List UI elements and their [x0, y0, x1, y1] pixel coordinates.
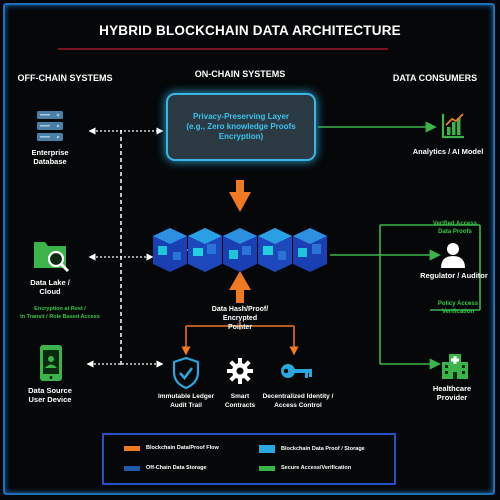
legend-swatch-green: [259, 465, 275, 471]
legend-swatch-navy: [124, 465, 140, 471]
ledger-label: Immutable Ledger Audit Trail: [158, 393, 214, 409]
legend-offchain-label: Off-Chain Data Storage: [146, 465, 207, 471]
regulator-label: Regulator / Auditor: [420, 271, 488, 280]
title-underline: [58, 48, 388, 50]
legend-item-flow: Blockchain Data/Proof Flow: [124, 445, 219, 451]
section-data-consumers: DATA CONSUMERS: [392, 73, 478, 83]
legend-swatch-cyan: [259, 445, 275, 453]
gear-icon: [227, 358, 253, 384]
user-icon: [441, 243, 465, 268]
phone-icon: [40, 345, 62, 381]
blockchain-cube-icon: [223, 228, 257, 272]
legend-swatch-orange: [124, 445, 140, 451]
legend: Blockchain Data/Proof Flow Blockchain Da…: [102, 433, 396, 485]
section-off-chain: OFF-CHAIN SYSTEMS: [17, 73, 113, 83]
privacy-layer-box: Privacy-Preserving Layer (e.g., Zero kno…: [166, 93, 316, 161]
blockchain-cube-icon: [293, 228, 327, 272]
key-icon: [281, 364, 312, 378]
identity-label: Decentralized Identity / Access Control: [262, 393, 334, 409]
outer-frame: [3, 3, 495, 495]
legend-item-offchain: Off-Chain Data Storage: [124, 465, 207, 471]
healthcare-label: Healthcare Provider: [432, 384, 472, 402]
analytics-label: Analytics / AI Model: [412, 147, 484, 156]
shield-check-icon: [172, 357, 200, 389]
data-lake-label: Data Lake / Cloud: [30, 278, 70, 296]
verified-access-note: Verified Access Data Proofs: [432, 221, 478, 235]
data-source-label: Data Source User Device: [28, 386, 72, 404]
privacy-layer-label: Privacy-Preserving Layer (e.g., Zero kno…: [186, 112, 296, 141]
legend-flow-label: Blockchain Data/Proof Flow: [146, 445, 219, 451]
hospital-icon: [442, 354, 468, 379]
folder-search-icon: [34, 242, 70, 273]
legend-item-storage: Blockchain Data Proof / Storage: [259, 445, 365, 453]
legend-storage-label: Blockchain Data Proof / Storage: [281, 446, 365, 452]
blockchain-cube-icon: [153, 228, 187, 272]
page-title: HYBRID BLOCKCHAIN DATA ARCHITECTURE: [99, 23, 401, 38]
contracts-label: Smart Contracts: [224, 393, 256, 409]
policy-note: Policy Access Verification: [437, 301, 479, 315]
chart-icon: [441, 113, 464, 139]
legend-secure-label: Secure Access/Verification: [281, 465, 352, 471]
blockchain-cube-icon: [188, 228, 222, 272]
legend-item-secure: Secure Access/Verification: [259, 465, 351, 471]
database-icon: [37, 111, 63, 141]
blockchain-cube-icon: [258, 228, 292, 272]
pointer-label: Data Hash/Proof/ Encrypted Pointer: [211, 306, 269, 331]
data-lake-note: Encryption at Rest / In Transit / Role B…: [20, 306, 100, 320]
section-on-chain: ON-CHAIN SYSTEMS: [194, 69, 286, 79]
enterprise-database-label: Enterprise Database: [31, 148, 69, 166]
blockchain-chain: [153, 228, 327, 272]
